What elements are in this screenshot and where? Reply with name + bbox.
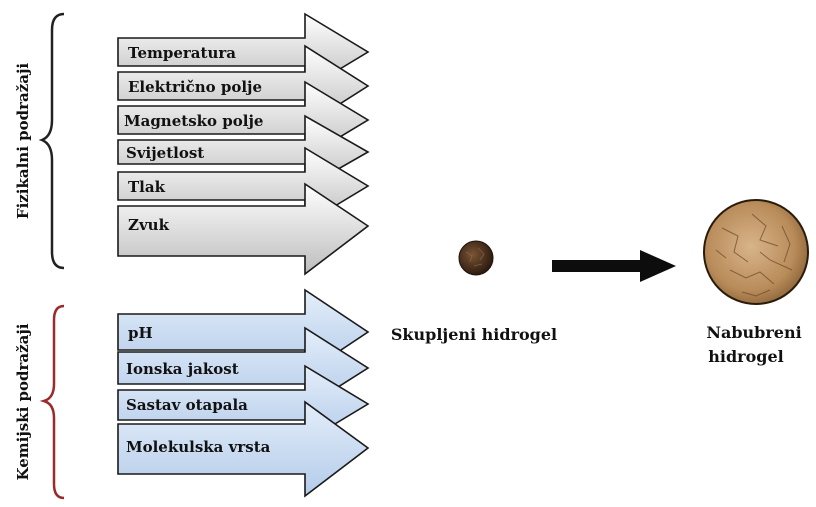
physical-arrows: [117, 12, 370, 276]
chemical-brace: [39, 304, 65, 500]
item-tlak: Tlak: [128, 178, 166, 196]
swollen-hydrogel-label-line1: Nabubreni: [706, 323, 801, 342]
item-ionska-jakost: Ionska jakost: [126, 360, 239, 378]
shrunk-hydrogel-sphere: [458, 240, 494, 276]
item-magnetsko-polje: Magnetsko polje: [124, 112, 263, 130]
swollen-hydrogel-label-line2: hidrogel: [708, 347, 783, 366]
shrunk-hydrogel-label: Skupljeni hidrogel: [391, 325, 557, 344]
swelling-arrow: [552, 250, 676, 282]
item-temperatura: Temperatura: [128, 44, 236, 62]
physical-group-label: Fizikalni podražaji: [14, 63, 32, 219]
item-elektricno-polje: Električno polje: [128, 78, 262, 96]
swollen-hydrogel-texture: [715, 213, 793, 297]
physical-brace: [38, 12, 65, 270]
item-zvuk: Zvuk: [128, 216, 170, 234]
chemical-group-label: Kemijski podražaji: [14, 323, 32, 480]
item-molekulska-vrsta: Molekulska vrsta: [126, 438, 271, 456]
arrow-zvuk: [117, 182, 370, 276]
chemical-arrows: [117, 288, 370, 498]
arrow-molekulska-vrsta: [117, 400, 370, 498]
swollen-hydrogel-sphere: [703, 199, 809, 305]
shrunk-hydrogel-texture: [465, 247, 485, 267]
item-sastav-otapala: Sastav otapala: [126, 396, 248, 414]
item-svijetlost: Svijetlost: [126, 144, 204, 162]
item-ph: pH: [128, 324, 153, 342]
